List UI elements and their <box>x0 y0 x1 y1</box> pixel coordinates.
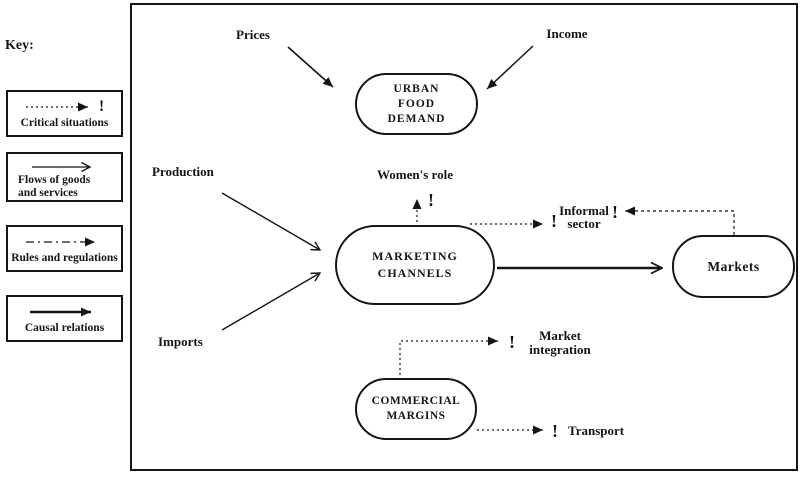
urban-food-demand-line3: DEMAND <box>387 112 446 125</box>
exclamation-informal-right: ! <box>612 202 618 222</box>
legend-rules-and-regulations: Rules and regulations <box>6 225 123 272</box>
label-production: Production <box>152 164 214 179</box>
exclamation-womens-role: ! <box>428 190 434 210</box>
marketing-channels-line1: MARKETING <box>372 249 458 263</box>
markets-label: Markets <box>707 258 760 274</box>
thick-arrow-icon <box>29 307 91 317</box>
node-urban-food-demand: URBAN FOOD DEMAND <box>355 73 478 135</box>
label-transport: Transport <box>568 423 625 438</box>
informal-sector-line2: sector <box>567 216 601 231</box>
prices-causal-arrow <box>287 46 334 88</box>
legend-flows-of-goods: Flows of goods and services <box>6 152 123 202</box>
urban-food-demand-line1: URBAN <box>393 82 440 95</box>
label-informal-sector: Informal sector <box>549 204 619 230</box>
diagram-frame: URBAN FOOD DEMAND MARKETING CHANNELS Mar… <box>130 3 798 471</box>
market-integration-line2: integration <box>529 342 591 357</box>
dotted-arrow-icon <box>25 102 88 112</box>
legend-label-flows-line2: and services <box>18 187 78 199</box>
key-title: Key: <box>5 38 34 53</box>
arrows-layer <box>221 45 735 435</box>
legend-causal-relations: Causal relations <box>6 295 123 342</box>
node-markets: Markets <box>672 235 795 298</box>
label-income: Income <box>546 26 588 41</box>
label-imports: Imports <box>158 334 203 349</box>
legend-label-rules: Rules and regulations <box>11 252 118 264</box>
income-causal-arrow <box>486 45 534 90</box>
label-womens-role: Women's role <box>377 167 453 182</box>
exclamation-market-integration: ! <box>509 332 515 352</box>
exclamation-informal-left: ! <box>551 211 557 231</box>
production-flow-arrow <box>221 192 320 250</box>
imports-flow-arrow <box>221 273 320 331</box>
legend-critical-situations: ! Critical situations <box>6 90 123 137</box>
causal-arrow-row <box>27 302 103 322</box>
commercial-margins-line1: COMMERCIAL <box>371 395 461 407</box>
markets-to-informal-arrow <box>625 206 735 235</box>
critical-situations-arrow-row: ! <box>25 97 104 117</box>
label-prices: Prices <box>236 27 270 42</box>
label-market-integration: Market integration <box>521 329 599 357</box>
legend-label-flows-line1: Flows of goods <box>18 174 91 186</box>
exclamation-icon: ! <box>98 98 105 115</box>
node-commercial-margins: COMMERCIAL MARGINS <box>355 378 477 440</box>
node-marketing-channels: MARKETING CHANNELS <box>335 225 495 305</box>
dash-dot-arrow-icon <box>25 237 95 247</box>
rules-arrow-row <box>25 232 105 252</box>
solid-arrow-icon <box>31 160 101 174</box>
market-integration-line1: Market <box>539 328 581 343</box>
legend-label-causal: Causal relations <box>24 322 105 334</box>
flows-arrow-row <box>29 159 101 174</box>
commercial-margins-line2: MARGINS <box>386 410 446 422</box>
urban-food-demand-line2: FOOD <box>397 97 436 110</box>
exclamation-transport: ! <box>552 421 558 441</box>
commercial-to-integration-arrow <box>399 336 498 375</box>
legend-label-critical-situations: Critical situations <box>20 117 109 129</box>
marketing-channels-line2: CHANNELS <box>377 266 453 280</box>
informal-sector-line1: Informal <box>559 203 609 218</box>
